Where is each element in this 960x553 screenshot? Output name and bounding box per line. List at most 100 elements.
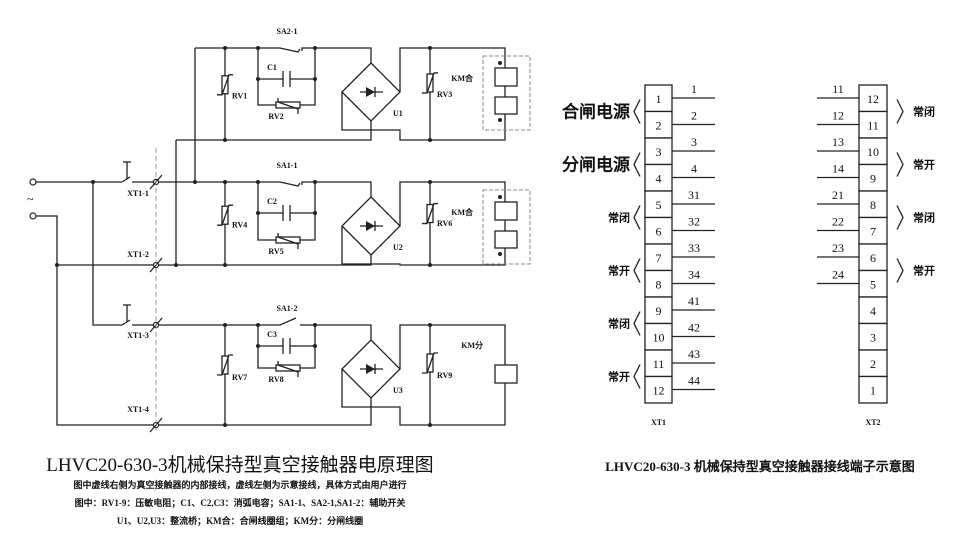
junction-dot: [498, 252, 502, 256]
bracket-icon: [633, 364, 641, 389]
capacitor-label: C3: [267, 330, 277, 339]
varistor-label: RV5: [268, 247, 283, 256]
wire: [92, 182, 122, 326]
xt2-cell-number: 6: [870, 251, 876, 265]
xt1-wire-number: 4: [691, 162, 697, 176]
xt1-label: XT1: [651, 418, 666, 427]
xt1-wire-number: 34: [688, 268, 700, 282]
terminal-diagram-title: LHVC20-630-3 机械保持型真空接触器接线端子示意图: [605, 459, 915, 474]
switch-label: SA1-1: [277, 161, 298, 170]
xt1-wire-number: 3: [691, 135, 697, 149]
xt2-group-label: 常开: [913, 158, 935, 172]
junction-dot: [256, 77, 260, 81]
junction-dot: [256, 344, 260, 348]
switch-label: SA1-2: [277, 304, 298, 313]
xt2-wire-number: 21: [832, 188, 844, 202]
xt2-cell-number: 11: [867, 119, 879, 133]
xt2-cell-number: 9: [870, 172, 876, 186]
capacitor-label: C2: [267, 197, 277, 206]
bracket-icon: [633, 152, 641, 177]
coil-icon: [494, 230, 518, 249]
varistor-RV8-slash: [277, 361, 299, 377]
xt1-group-label: 常闭: [608, 317, 630, 331]
xt1-wire-number: 33: [688, 241, 700, 255]
xt1-group-label: 合闸电源: [562, 102, 630, 122]
xt1-cell-number: 10: [653, 331, 665, 345]
junction-dot: [498, 61, 502, 65]
junction-dot: [313, 344, 317, 348]
junction-dot: [193, 180, 197, 184]
xt2-cell-number: 2: [870, 357, 876, 371]
varistor-RV2-slash: [277, 98, 299, 114]
varistor-label: RV7: [232, 373, 247, 382]
xt1-cell-number: 9: [656, 304, 662, 318]
coil-icon: [494, 96, 518, 115]
wire: [341, 324, 506, 426]
varistor-RV9-slash: [422, 352, 438, 374]
xt2-wire-number: 12: [832, 109, 844, 123]
xt2-cell-number: 7: [870, 225, 876, 239]
xt2-group-label: 常闭: [913, 105, 935, 119]
wire: [341, 181, 506, 266]
input-terminal-icon: [29, 212, 37, 220]
xt2-cell-number: 3: [870, 331, 876, 345]
terminal-label: XT1-2: [127, 250, 149, 259]
bracket-icon: [633, 99, 641, 124]
varistor-RV4-slash: [217, 204, 233, 226]
wire: [301, 181, 315, 185]
xt2-wire-number: 23: [832, 241, 844, 255]
switch-label: SA2-1: [277, 27, 298, 36]
wire: [155, 255, 372, 266]
xt2-cell-number: 8: [870, 198, 876, 212]
xt1-cell-number: 7: [656, 251, 662, 265]
wire: [341, 47, 506, 141]
bracket-icon: [633, 205, 641, 230]
xt1-wire-number: 41: [688, 294, 700, 308]
xt1-wire-number: 31: [688, 188, 700, 202]
xt2-label: XT2: [865, 418, 880, 427]
xt2-wire-number: 22: [832, 215, 844, 229]
junction-dot: [313, 211, 317, 215]
xt1-cell-number: 12: [653, 384, 665, 398]
bridge-label: U2: [393, 243, 403, 252]
xt1-cell: [644, 110, 673, 139]
schematic-title: LHVC20-630-3机械保持型真空接触器电原理图: [46, 455, 434, 476]
xt1-cell: [644, 296, 673, 325]
varistor-RV3-slash: [422, 72, 438, 94]
xt1-wire-number: 43: [688, 347, 700, 361]
varistor-RV1-slash: [217, 74, 233, 96]
xt1-group-label: 常闭: [608, 211, 630, 225]
switch-SA1-1: [258, 181, 301, 187]
wire: [176, 121, 372, 141]
varistor-RV7-slash: [217, 354, 233, 376]
junction-dot: [313, 77, 317, 81]
xt2-wire-number: 11: [832, 82, 844, 96]
wire: [36, 215, 155, 426]
bracket-icon: [896, 205, 904, 230]
xt2-cell: [858, 296, 888, 325]
bridge-label: U3: [393, 386, 403, 395]
xt2-cell-number: 12: [867, 92, 879, 106]
xt2-wire-number: 13: [832, 135, 844, 149]
xt1-cell-number: 2: [656, 119, 662, 133]
wire: [301, 47, 315, 51]
xt2-cell-number: 5: [870, 278, 876, 292]
varistor-label: RV8: [268, 375, 283, 384]
varistor-RV5-slash: [277, 233, 299, 249]
xt1-cell-number: 5: [656, 198, 662, 212]
varistor-label: RV2: [268, 112, 283, 121]
xt1-wire-number: 1: [691, 82, 697, 96]
coil-label: KM合: [451, 73, 474, 83]
xt2-group-label: 常闭: [913, 211, 935, 225]
terminal-slash: [149, 417, 163, 433]
switch-blade: [121, 319, 131, 326]
xt1-cell-number: 4: [656, 172, 662, 186]
coil-group-box: [482, 189, 531, 265]
xt1-cell: [644, 243, 673, 272]
switch-SA2-1: [258, 47, 301, 53]
wire: [155, 398, 372, 426]
xt1-group-label: 分闸电源: [562, 155, 630, 175]
schematic-note-2: 图中：RV1-9：压敏电阻；C1、C2,C3：消弧电容；SA1-1、SA2-1,…: [74, 498, 406, 508]
xt2-wire-number: 24: [832, 268, 844, 282]
